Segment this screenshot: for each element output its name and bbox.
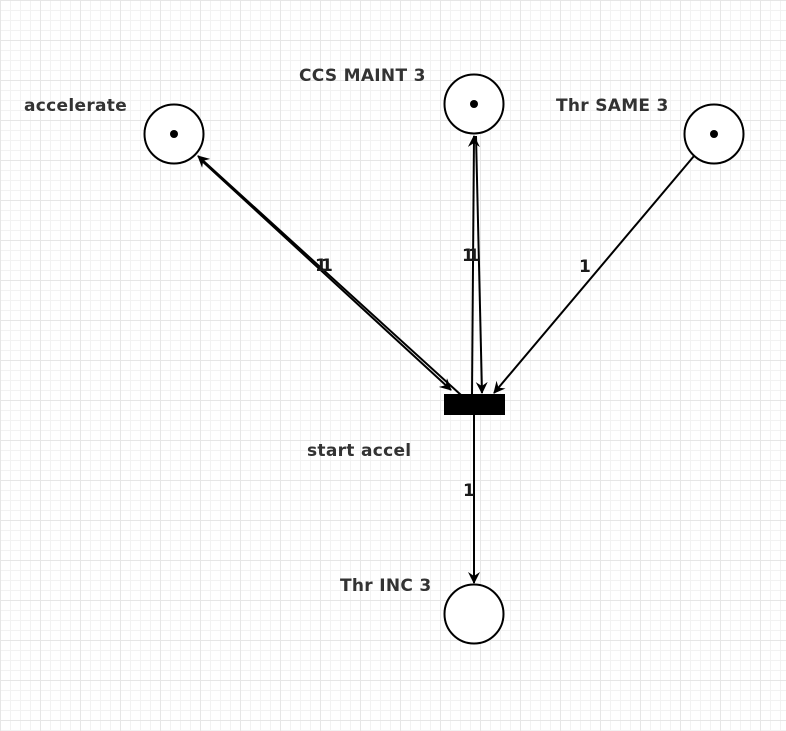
- arc-weight: 1: [321, 256, 333, 276]
- place-label-thr-same-3: Thr SAME 3: [556, 96, 669, 116]
- transition-label-start-accel: start accel: [307, 441, 411, 461]
- place-label-accelerate: accelerate: [24, 96, 127, 116]
- arc-ccs-maint-to-start-accel[interactable]: [475, 135, 488, 394]
- arcs: [197, 135, 695, 584]
- token-dot: [470, 100, 478, 108]
- arc-weight: 1: [468, 246, 480, 266]
- arc-weight: 1: [579, 257, 591, 277]
- arc-weight: 1: [462, 246, 474, 266]
- arc-weight: 1: [463, 481, 475, 501]
- place-thr-inc-3[interactable]: [443, 583, 505, 645]
- place-accelerate[interactable]: [143, 103, 205, 165]
- place-label-ccs-maint-3: CCS MAINT 3: [299, 66, 426, 86]
- token-dot: [710, 130, 718, 138]
- place-thr-same-3[interactable]: [683, 103, 745, 165]
- arc-start-accel-to-ccs-maint[interactable]: [467, 135, 480, 396]
- place-ccs-maint-3[interactable]: [443, 73, 505, 135]
- arc-start-accel-to-accelerate[interactable]: [197, 155, 462, 396]
- arc-weights: 1 1 1 1 1 1: [315, 246, 591, 501]
- arc-weight: 1: [315, 256, 327, 276]
- arc-accelerate-to-start-accel[interactable]: [200, 159, 452, 391]
- token-dot: [170, 130, 178, 138]
- arc-thr-same-to-start-accel[interactable]: [493, 155, 695, 394]
- place-label-thr-inc-3: Thr INC 3: [340, 576, 431, 596]
- transition-start-accel[interactable]: [444, 394, 505, 415]
